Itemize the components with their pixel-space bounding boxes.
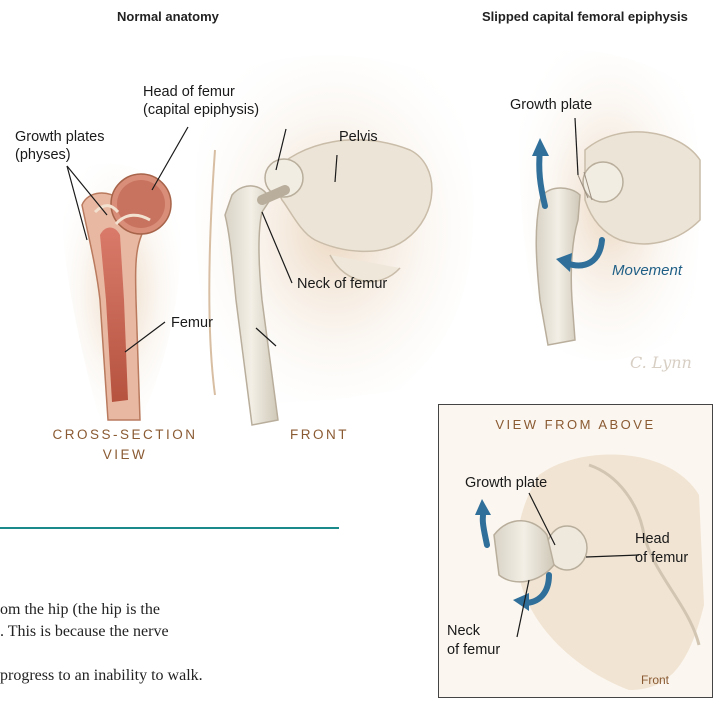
inset-of-femur-label: of femur [635, 550, 688, 567]
inset-head-label: Head [635, 531, 670, 548]
front-view-label: FRONT [290, 425, 349, 445]
cross-section-view-label: CROSS-SECTION VIEW [25, 425, 225, 465]
femur-label: Femur [171, 315, 213, 332]
cross-section-line2: VIEW [25, 445, 225, 465]
inset-front-label: Front [641, 673, 669, 687]
body-text-line2: . This is because the nerve [0, 621, 169, 643]
growth-plates-label: Growth plates [15, 129, 104, 146]
head-of-femur-label: Head of femur [143, 84, 235, 101]
movement-label: Movement [612, 262, 682, 279]
capital-epiphysis-label: (capital epiphysis) [143, 102, 259, 119]
physes-label: (physes) [15, 147, 71, 164]
artist-signature: C. Lynn [630, 353, 692, 372]
pelvis-label: Pelvis [339, 129, 378, 146]
sce-growth-plate-label: Growth plate [510, 97, 592, 114]
body-text-line3: progress to an inability to walk. [0, 665, 203, 687]
inset-title: VIEW FROM ABOVE [439, 415, 712, 435]
inset-growth-plate-label: Growth plate [465, 475, 547, 492]
view-from-above-inset: VIEW FROM ABOVE Growth plate Head of fem… [438, 404, 713, 698]
neck-of-femur-label: Neck of femur [297, 276, 387, 293]
body-text-line1: om the hip (the hip is the [0, 599, 160, 621]
cross-section-line1: CROSS-SECTION [25, 425, 225, 445]
sce-title: Slipped capital femoral epiphysis [482, 9, 688, 24]
inset-neck-label: Neck [447, 623, 480, 640]
inset-neck-of-femur-label: of femur [447, 642, 500, 659]
normal-anatomy-title: Normal anatomy [117, 9, 219, 24]
